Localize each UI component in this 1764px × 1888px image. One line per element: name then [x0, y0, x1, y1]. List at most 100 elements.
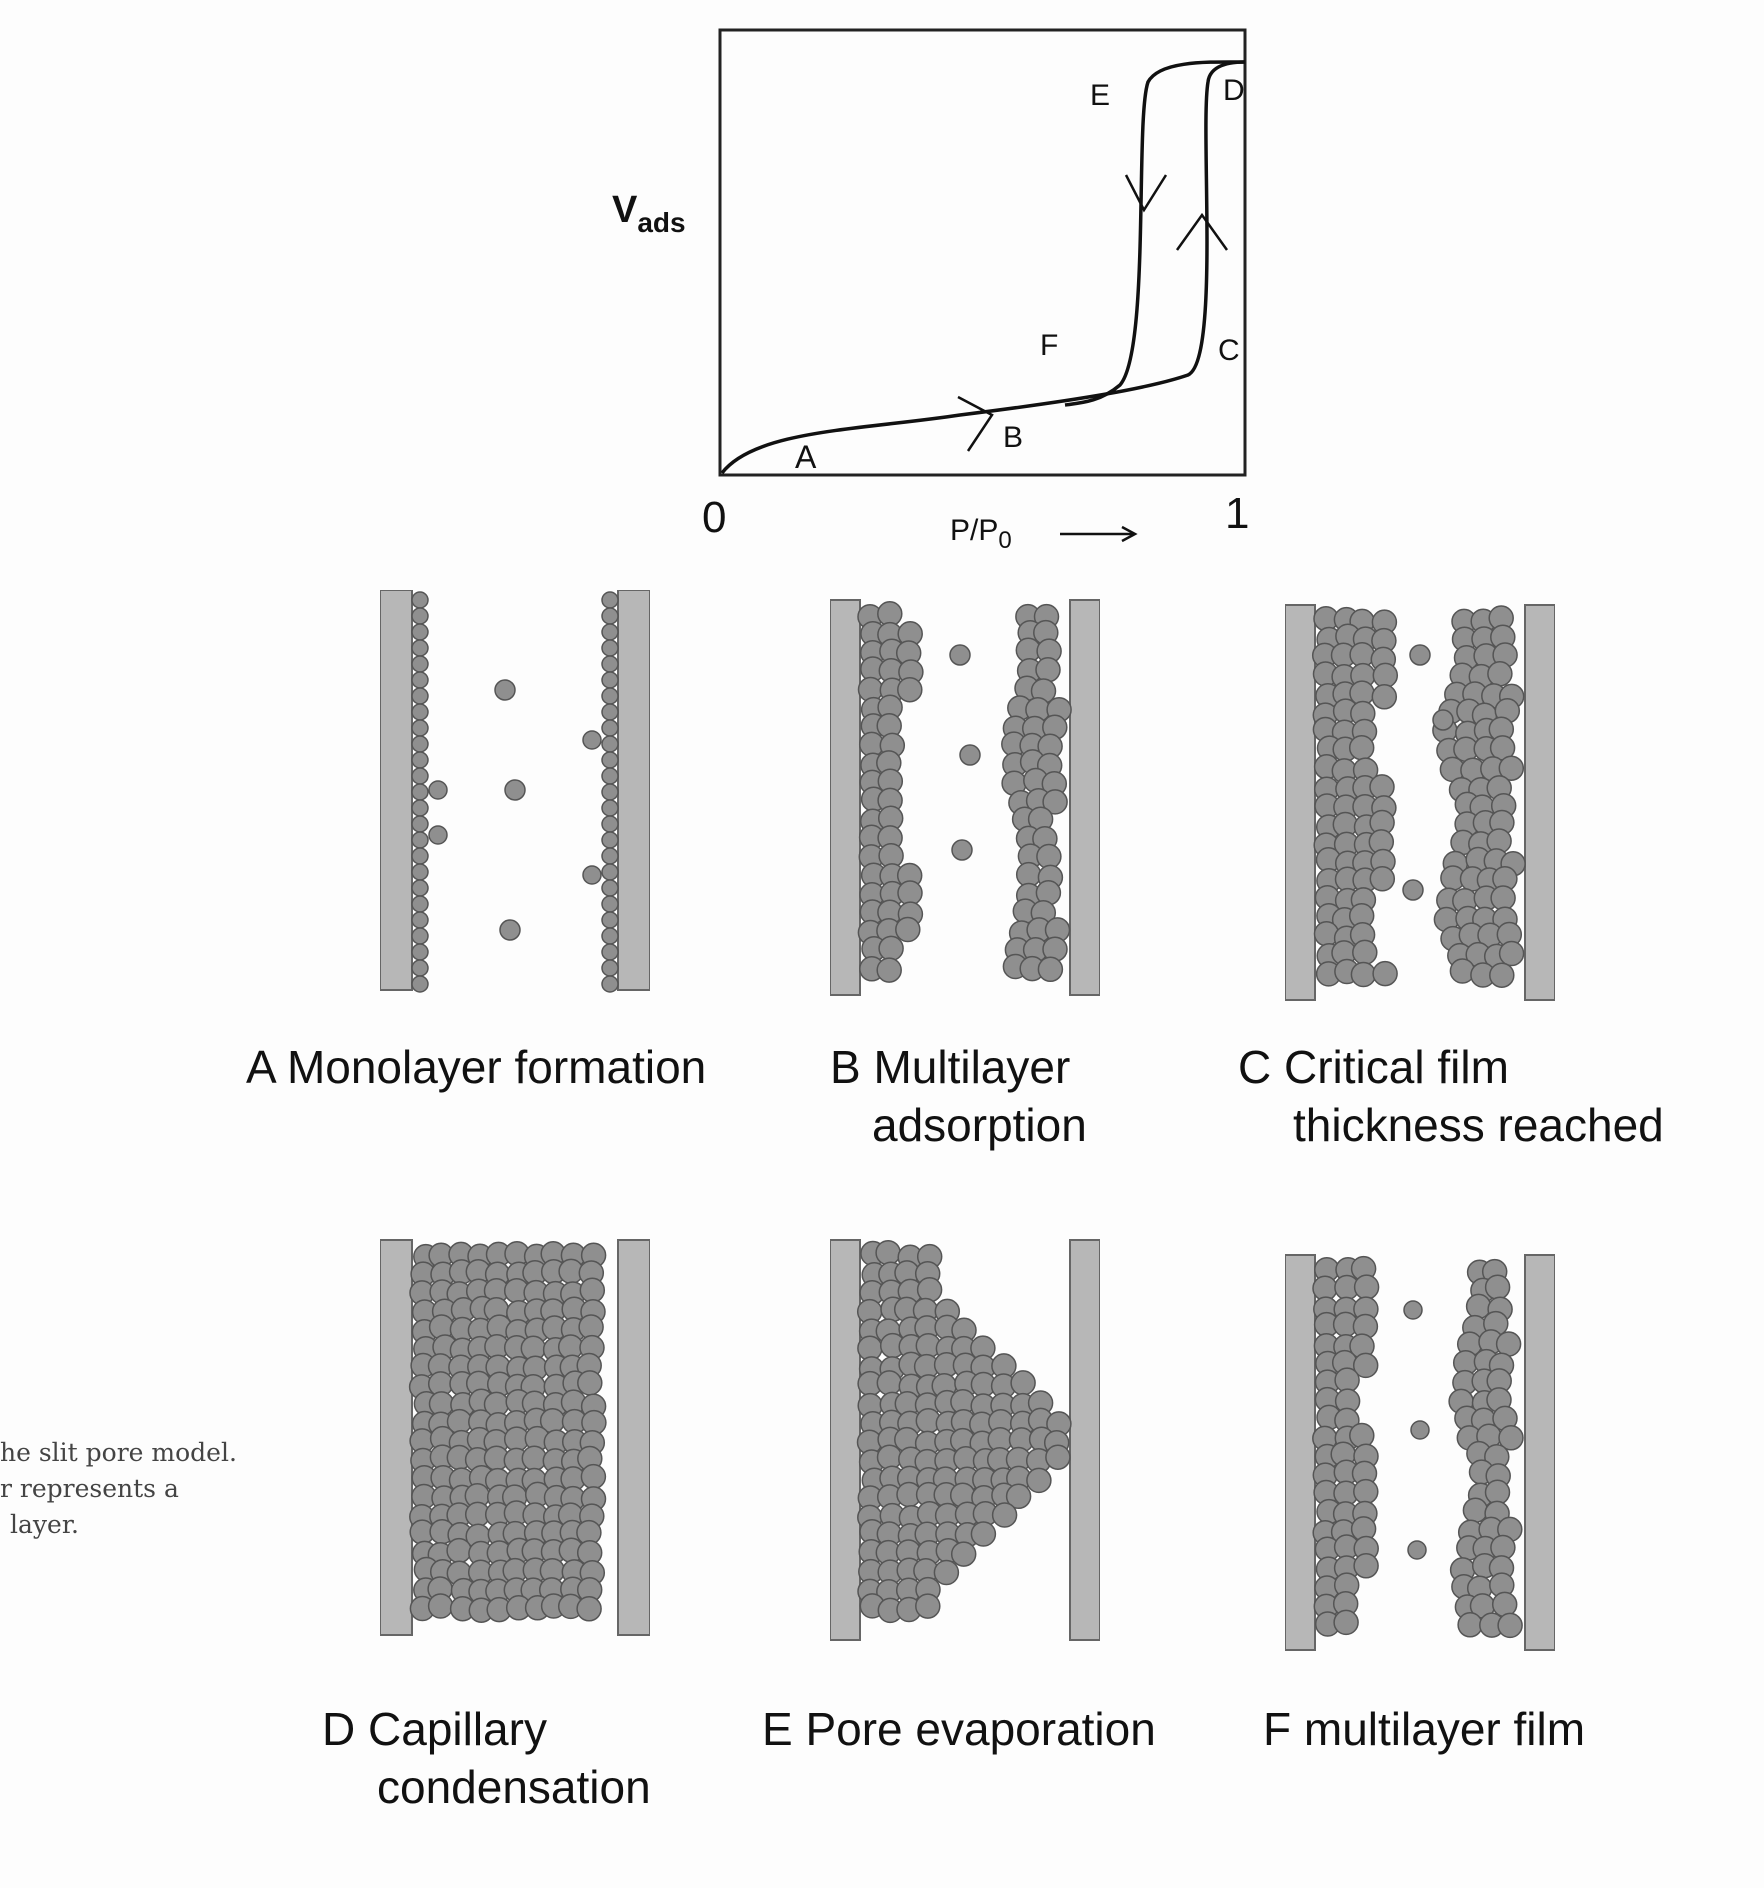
caption-c-line2: thickness reached: [1293, 1099, 1664, 1151]
adsorbate-molecule: [601, 591, 619, 609]
adsorbate-molecule: [959, 744, 981, 766]
point-label-c: C: [1218, 334, 1240, 367]
adsorbate-molecule: [1010, 1370, 1036, 1396]
side-note: he slit pore model. r represents a layer…: [0, 1435, 237, 1543]
pore-wall: [1524, 1254, 1555, 1651]
adsorbate-molecule: [446, 1537, 472, 1564]
adsorbate-molecule: [1490, 885, 1516, 911]
desorption-arrow-e: [1124, 174, 1168, 213]
caption-b-text: Multilayer: [873, 1041, 1071, 1093]
caption-c: C Critical film thickness reached: [1238, 1038, 1664, 1154]
adsorbate-molecule: [601, 911, 619, 929]
pore-wall: [1069, 599, 1100, 996]
x-axis-max-label: 1: [1225, 489, 1249, 538]
adsorbate-molecule: [1348, 734, 1375, 761]
adsorbate-molecule: [933, 1559, 960, 1586]
caption-f-letter: F: [1263, 1703, 1292, 1755]
adsorbate-molecule: [875, 1239, 901, 1266]
pore-wall: [1285, 1254, 1316, 1651]
adsorbate-molecule: [1402, 879, 1424, 901]
adsorbate-molecule: [949, 644, 971, 666]
adsorbate-molecule: [601, 703, 619, 721]
adsorbate-molecule: [1489, 962, 1515, 988]
x-axis-min-label: 0: [702, 493, 726, 542]
adsorbate-molecule: [601, 975, 619, 993]
adsorbate-molecule: [1457, 1612, 1483, 1638]
adsorbate-molecule: [1333, 1609, 1359, 1636]
adsorbate-molecule: [411, 975, 429, 993]
adsorbate-molecule: [1491, 1591, 1518, 1618]
adsorbate-molecule: [411, 655, 429, 673]
caption-b-letter: B: [830, 1041, 861, 1093]
pore-wall: [830, 1239, 861, 1641]
adsorbate-molecule: [601, 959, 619, 977]
pore-illustration-d: [380, 1239, 650, 1636]
adsorbate-molecule: [411, 831, 429, 849]
adsorbate-molecule: [1349, 1422, 1375, 1449]
point-label-b: B: [1003, 421, 1023, 454]
caption-f: F multilayer film: [1263, 1700, 1585, 1758]
pore-wall: [1069, 1239, 1100, 1641]
adsorbate-molecule: [1409, 644, 1431, 666]
adsorbate-molecule: [601, 895, 619, 913]
adsorbate-molecule: [582, 730, 602, 750]
isotherm-graph: Vads 0 1 P/P0 A B C D E F: [612, 28, 1249, 554]
caption-c-line1: C Critical film: [1238, 1038, 1664, 1096]
adsorbate-molecule: [411, 735, 429, 753]
adsorbate-molecule: [1462, 1497, 1489, 1524]
adsorbate-molecule: [427, 1593, 454, 1619]
adsorbate-molecule: [601, 943, 619, 961]
caption-e: E Pore evaporation: [762, 1700, 1156, 1758]
adsorbate-molecule: [1498, 755, 1525, 781]
adsorbate-molecule: [1498, 1425, 1524, 1451]
adsorbate-molecule: [1498, 940, 1525, 967]
adsorbate-molecule: [1026, 1467, 1052, 1494]
adsorbate-molecule: [411, 591, 429, 609]
side-note-line-1: he slit pore model.: [0, 1438, 237, 1467]
adsorbate-molecule: [916, 1277, 943, 1303]
adsorbate-molecule: [915, 1593, 941, 1619]
pore-wall: [1524, 604, 1555, 1001]
adsorbate-molecule: [411, 879, 429, 897]
adsorbate-molecule: [411, 959, 429, 977]
adsorbate-molecule: [601, 927, 619, 945]
adsorbate-molecule: [1353, 1478, 1379, 1505]
adsorbate-molecule: [601, 879, 619, 897]
adsorbate-molecule: [411, 863, 429, 881]
adsorbate-molecule: [411, 783, 429, 801]
adsorbate-molecule: [897, 676, 923, 703]
adsorbate-molecule: [601, 751, 619, 769]
adsorbate-molecule: [876, 957, 902, 983]
adsorbate-molecule: [601, 831, 619, 849]
caption-f-text: multilayer film: [1303, 1703, 1586, 1755]
adsorbate-molecule: [895, 916, 921, 943]
adsorbate-molecule: [411, 607, 429, 625]
caption-e-text: Pore evaporation: [805, 1703, 1156, 1755]
adsorbate-molecule: [1432, 709, 1454, 731]
caption-c-text: Critical film: [1284, 1041, 1509, 1093]
adsorbate-molecule: [411, 687, 429, 705]
adsorbate-molecule: [601, 623, 619, 641]
adsorbate-molecule: [1497, 1612, 1523, 1639]
caption-d: D Capillary condensation: [322, 1700, 651, 1816]
adsorbate-molecule: [580, 1463, 607, 1490]
pore-wall: [617, 1239, 650, 1636]
adsorbate-molecule: [1045, 1444, 1071, 1470]
adsorbate-molecule: [1407, 1540, 1427, 1560]
caption-e-letter: E: [762, 1703, 793, 1755]
pore-illustration-f: [1285, 1254, 1555, 1651]
adsorbate-molecule: [411, 639, 429, 657]
adsorbate-molecule: [1042, 789, 1068, 815]
adsorbate-molecule: [521, 1445, 548, 1472]
adsorbate-molecule: [411, 671, 429, 689]
adsorbate-molecule: [601, 671, 619, 689]
pore-wall: [830, 599, 861, 996]
adsorbate-molecule: [601, 719, 619, 737]
pore-illustration-a: [380, 590, 650, 993]
adsorbate-molecule: [601, 847, 619, 865]
adsorbate-molecule: [991, 1502, 1018, 1528]
pore-wall: [380, 590, 413, 991]
adsorbate-molecule: [1353, 1553, 1379, 1579]
caption-a-text: Monolayer formation: [286, 1041, 707, 1093]
point-label-d: D: [1223, 74, 1245, 107]
